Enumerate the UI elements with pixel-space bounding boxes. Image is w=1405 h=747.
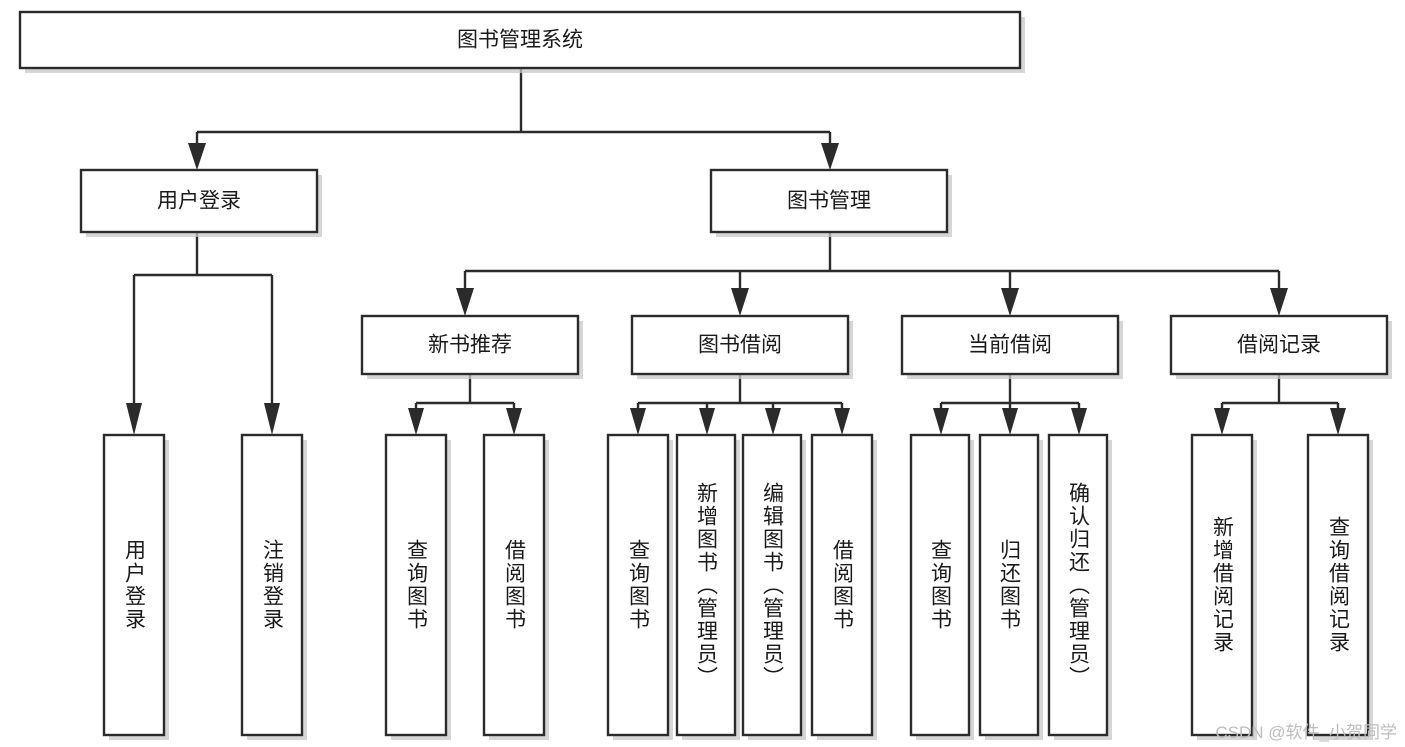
leaf-current-2-box[interactable]	[978, 433, 1040, 737]
node-user-login-label: 用户登录	[157, 190, 241, 213]
leaf-user-2-box[interactable]	[240, 433, 304, 737]
connector-layer	[126, 68, 1346, 435]
arrow-head-bookborrow-leaf-1	[630, 408, 646, 435]
node-new-book-label: 新书推荐	[428, 334, 512, 357]
node-layer: 图书管理系统 用户登录 图书管理 新书推荐 图书借阅 当前借阅 借阅记录	[18, 10, 1392, 740]
node-borrow-record-label: 借阅记录	[1237, 334, 1321, 357]
arrow-head-new-book	[456, 288, 474, 316]
arrow-head-bookborrow-leaf-4	[834, 408, 850, 435]
arrow-head-record-leaf-2	[1330, 408, 1346, 435]
arrow-head-user-leaf-2	[264, 403, 280, 435]
leaf-current-1-box[interactable]	[909, 433, 971, 737]
arrow-head-bookborrow-leaf-2	[699, 408, 715, 435]
root-node-box[interactable]	[18, 10, 1022, 70]
arrow-head-current-leaf-3	[1071, 408, 1087, 435]
arrow-head-record-leaf-1	[1214, 408, 1230, 435]
arrow-head-user-leaf-1	[126, 403, 142, 435]
arrow-head-newbook-leaf-2	[506, 408, 522, 435]
node-user-login-box[interactable]	[79, 168, 319, 234]
node-current-borrow-box[interactable]	[900, 314, 1120, 376]
arrow-head-borrow-record	[1270, 288, 1288, 316]
arrow-head-current-borrow	[1001, 288, 1019, 316]
arrow-head-bookborrow-leaf-3	[765, 408, 781, 435]
arrow-head-current-leaf-1	[933, 408, 949, 435]
leaf-record-2-box[interactable]	[1306, 433, 1370, 737]
node-current-borrow-label: 当前借阅	[968, 334, 1052, 357]
leaf-bookborrow-4-box[interactable]	[810, 433, 874, 737]
arrow-head-user-login	[188, 143, 206, 170]
node-book-manage-box[interactable]	[709, 168, 949, 234]
leaf-newbook-2-box[interactable]	[482, 433, 546, 737]
arrow-head-newbook-leaf-1	[408, 408, 424, 435]
node-borrow-record-box[interactable]	[1169, 314, 1389, 376]
arrow-head-book-borrow	[731, 288, 749, 316]
arrow-head-current-leaf-2	[1002, 408, 1018, 435]
leaf-bookborrow-2-box[interactable]	[675, 433, 737, 737]
leaf-record-1-box[interactable]	[1190, 433, 1254, 737]
leaf-user-1-box[interactable]	[102, 433, 166, 737]
root-node-label: 图书管理系统	[457, 29, 583, 52]
node-book-manage-label: 图书管理	[787, 190, 871, 213]
leaf-newbook-1-box[interactable]	[384, 433, 448, 737]
csdn-watermark: CSDN @软件_小贺同学	[1215, 723, 1397, 742]
leaf-current-3-box[interactable]	[1047, 433, 1109, 737]
node-new-book-box[interactable]	[360, 314, 580, 376]
leaf-bookborrow-1-box[interactable]	[606, 433, 670, 737]
leaf-bookborrow-3-box[interactable]	[741, 433, 803, 737]
arrow-head-book-manage	[821, 143, 839, 170]
node-book-borrow-box[interactable]	[630, 314, 850, 376]
node-book-borrow-label: 图书借阅	[698, 334, 782, 357]
